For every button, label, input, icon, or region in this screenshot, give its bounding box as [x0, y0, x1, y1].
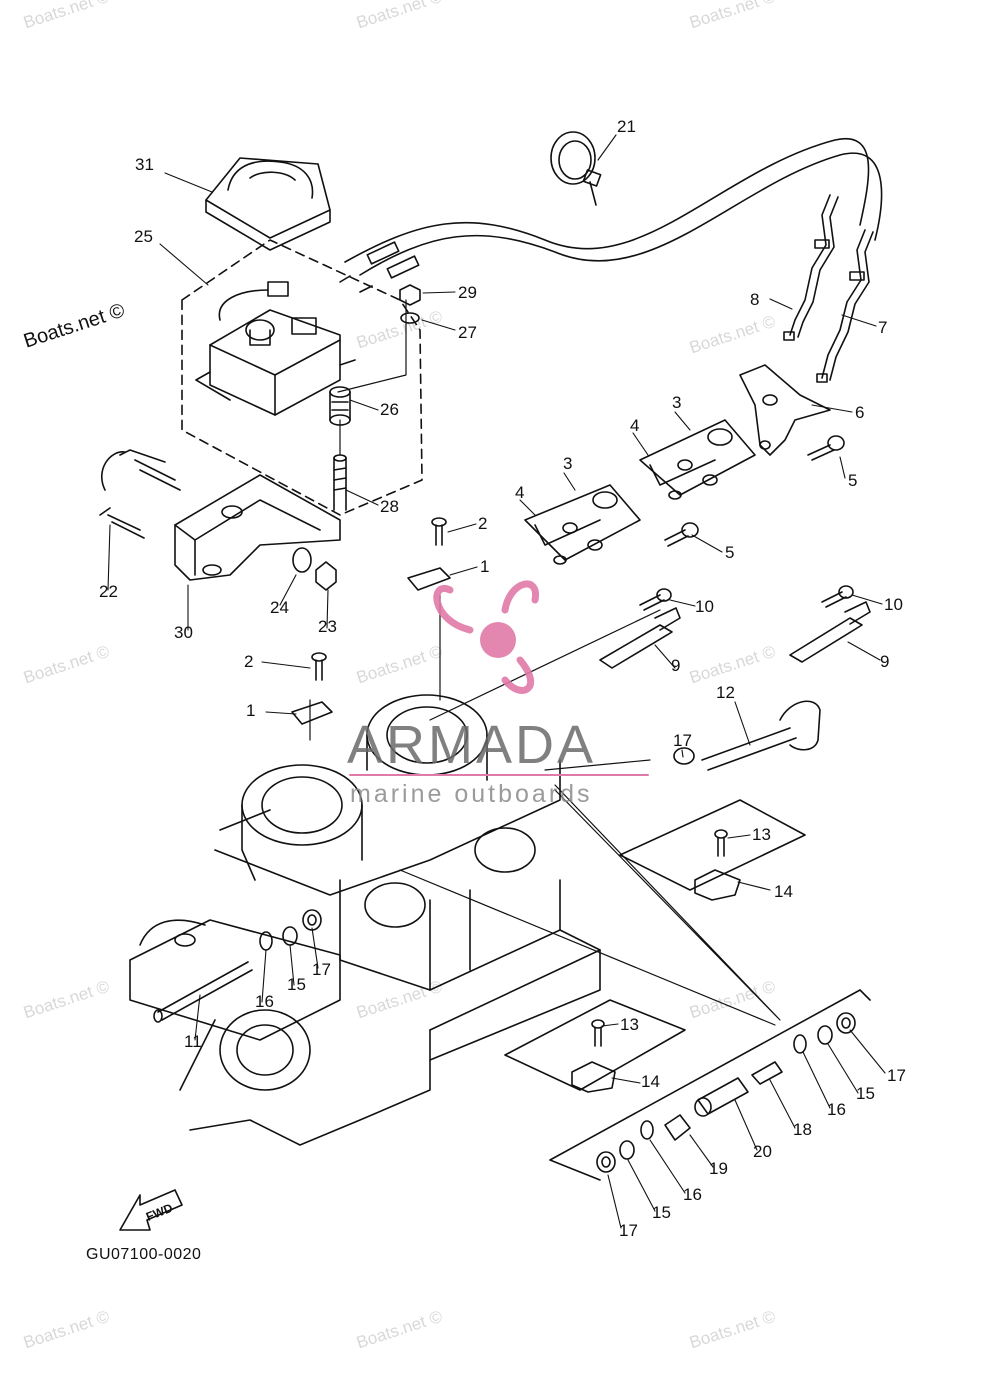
fwd-label: FWD — [144, 1201, 175, 1224]
callout: 21 — [617, 117, 636, 136]
lower-holder-boxes — [504, 799, 806, 1093]
callout: 17 — [312, 960, 331, 979]
callout: 5 — [725, 543, 734, 562]
lower-right-parts — [549, 989, 871, 1181]
callout: 14 — [641, 1072, 660, 1091]
callout: 19 — [709, 1159, 728, 1178]
callout: 9 — [671, 656, 680, 675]
callout: 11 — [184, 1032, 202, 1051]
callout: 16 — [255, 992, 274, 1011]
callout: 24 — [270, 598, 289, 617]
callout: 2 — [478, 514, 487, 533]
callout: 13 — [752, 825, 771, 844]
callout: 10 — [695, 597, 714, 616]
callout: 26 — [380, 400, 399, 419]
armada-logo-tagline: marine outboards — [350, 780, 593, 808]
callout: 3 — [563, 454, 572, 473]
callout: 13 — [620, 1015, 639, 1034]
holder-assembly-right — [639, 419, 756, 500]
callout: 17 — [673, 731, 692, 750]
callout-labels: 21 31 25 29 8 27 7 26 3 6 4 3 5 28 4 2 5… — [99, 117, 906, 1240]
assembly-boundary — [181, 239, 423, 516]
callout-leaders — [107, 134, 886, 1229]
mounting-bracket — [99, 449, 341, 581]
callout: 12 — [716, 683, 735, 702]
spark-plug-caps — [599, 585, 871, 669]
nut-and-washer — [399, 284, 421, 324]
callout: 30 — [174, 623, 193, 642]
callout: 14 — [774, 882, 793, 901]
callout: 22 — [99, 582, 118, 601]
electrical-box — [195, 281, 356, 416]
valve-assembly — [673, 700, 821, 771]
long-bolt — [153, 961, 253, 1023]
callout: 16 — [683, 1185, 702, 1204]
callout: 3 — [672, 393, 681, 412]
armada-propeller-logo — [433, 580, 539, 694]
callout: 4 — [630, 416, 639, 435]
grommet — [329, 386, 351, 426]
holder-assembly-left — [524, 484, 641, 565]
pins — [339, 241, 420, 293]
callout: 28 — [380, 497, 399, 516]
callout: 10 — [884, 595, 903, 614]
callout: 1 — [480, 557, 489, 576]
callout: 15 — [652, 1203, 671, 1222]
cable-bracket — [739, 364, 831, 456]
callout: 27 — [458, 323, 477, 342]
callout: 20 — [753, 1142, 772, 1161]
callout: 29 — [458, 283, 477, 302]
callout: 8 — [750, 290, 759, 309]
callout: 18 — [793, 1120, 812, 1139]
armada-logo-wordmark: ARMADA — [347, 715, 597, 775]
callout: 17 — [887, 1066, 906, 1085]
callout: 16 — [827, 1100, 846, 1119]
stud-bolt — [333, 454, 347, 511]
bolts — [664, 435, 845, 547]
callout: 2 — [244, 652, 253, 671]
callout: 31 — [135, 155, 154, 174]
callout: 4 — [515, 483, 524, 502]
washer-and-nut — [292, 547, 337, 591]
callout: 15 — [287, 975, 306, 994]
callout: 25 — [134, 227, 153, 246]
callout: 6 — [855, 403, 864, 422]
control-cables — [344, 137, 883, 383]
callout: 9 — [880, 652, 889, 671]
screws-and-clips — [291, 517, 451, 725]
diagram-reference-code: GU07100-0020 — [86, 1246, 202, 1263]
fwd-arrow-icon — [119, 1189, 183, 1231]
callout: 17 — [619, 1221, 638, 1240]
callout: 5 — [848, 471, 857, 490]
callout: 7 — [878, 318, 887, 337]
leader-lines — [309, 299, 781, 1026]
electrical-box-cover — [205, 157, 331, 251]
callout: 1 — [246, 701, 255, 720]
cable-tie — [550, 131, 602, 206]
callout: 15 — [856, 1084, 875, 1103]
